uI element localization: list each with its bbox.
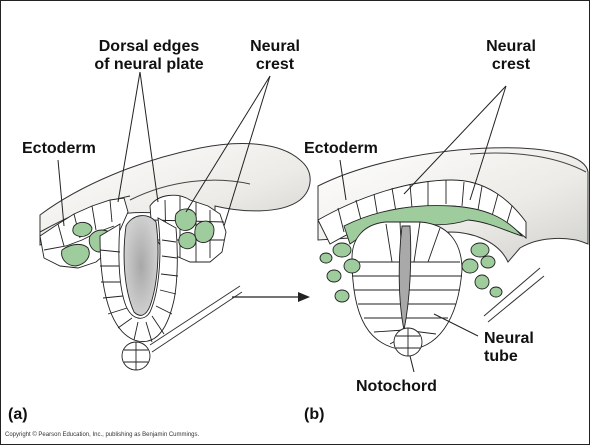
panel-a-drawing [40,72,310,370]
notochord-a [122,342,150,370]
label-ectoderm-b: Ectoderm [304,140,378,158]
label-neural-crest-a: Neural crest [240,38,310,74]
label-neural-crest-b: Neural crest [476,38,546,74]
label-dorsal-edges-line2: of neural plate [84,56,214,74]
panel-label-b: (b) [304,406,324,424]
label-neural-crest-b-line1: Neural [476,38,546,56]
label-neural-tube-line2: tube [484,348,534,366]
label-neural-crest-b-line2: crest [476,56,546,74]
label-dorsal-edges: Dorsal edges of neural plate [84,38,214,74]
progression-arrow [232,292,310,302]
label-notochord: Notochord [356,378,437,396]
panel-b-drawing [318,86,588,372]
neural-plate-a [100,216,178,342]
label-ectoderm-a: Ectoderm [22,140,96,158]
notochord-b [394,328,422,356]
label-neural-tube: Neural tube [484,330,534,366]
label-dorsal-edges-line1: Dorsal edges [84,38,214,56]
label-neural-crest-a-line2: crest [240,56,310,74]
label-neural-crest-a-line1: Neural [240,38,310,56]
copyright-notice: Copyright © Pearson Education, Inc., pub… [5,432,199,438]
label-neural-tube-line1: Neural [484,330,534,348]
panel-label-a: (a) [8,406,28,424]
groove-lumen-a [124,216,158,316]
